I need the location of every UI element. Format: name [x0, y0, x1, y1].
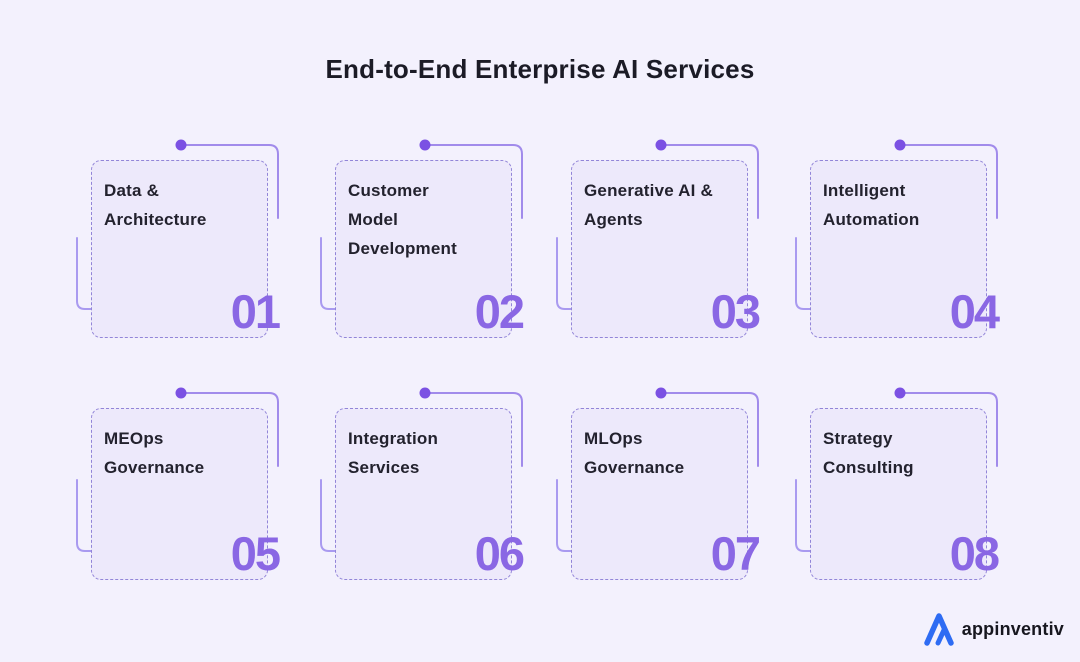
connector-top-icon — [175, 139, 279, 219]
dot-icon — [419, 139, 431, 151]
card-number: 05 — [230, 527, 281, 580]
dot-icon — [894, 387, 906, 399]
connector-top-icon — [655, 139, 759, 219]
appinventiv-a-icon — [924, 613, 954, 646]
connector-top-icon — [419, 387, 523, 467]
card-box: Generative AI & Agents — [571, 160, 748, 338]
card-title: MEOps Governance — [104, 429, 205, 477]
service-card-08: Strategy Consulting 08 — [792, 384, 1022, 592]
service-card-05: MEOps Governance 05 — [73, 384, 303, 592]
dot-icon — [655, 139, 667, 151]
connector-top-icon — [894, 139, 998, 219]
card-box: MLOps Governance — [571, 408, 748, 580]
service-card-04: Intelligent Automation 04 — [792, 136, 1022, 350]
card-box: MEOps Governance — [91, 408, 268, 580]
service-card-07: MLOps Governance 07 — [553, 384, 783, 592]
card-number: 07 — [710, 527, 761, 580]
connector-top-icon — [419, 139, 523, 219]
connector-top-icon — [894, 387, 998, 467]
card-number: 08 — [949, 527, 1000, 580]
card-number: 06 — [474, 527, 525, 580]
card-box: Strategy Consulting — [810, 408, 987, 580]
card-title: Strategy Consulting — [823, 429, 914, 477]
service-card-01: Data & Architecture 01 — [73, 136, 303, 350]
card-title: Data & Architecture — [104, 181, 207, 229]
dot-icon — [894, 139, 906, 151]
card-number: 04 — [949, 285, 1000, 338]
card-box: Integration Services — [335, 408, 512, 580]
dot-icon — [419, 387, 431, 399]
service-card-03: Generative AI & Agents 03 — [553, 136, 783, 350]
card-number: 01 — [230, 285, 281, 338]
dot-icon — [175, 387, 187, 399]
dot-icon — [175, 139, 187, 151]
connector-top-icon — [655, 387, 759, 467]
card-title: MLOps Governance — [584, 429, 685, 477]
card-title: Customer Model Development — [348, 181, 457, 258]
card-box: Data & Architecture — [91, 160, 268, 338]
service-card-06: Integration Services 06 — [317, 384, 547, 592]
card-title: Generative AI & Agents — [584, 181, 713, 229]
appinventiv-logo: appinventiv — [922, 610, 1064, 648]
card-title: Integration Services — [348, 429, 439, 477]
card-title: Intelligent Automation — [823, 181, 920, 229]
page-title: End-to-End Enterprise AI Services — [325, 54, 755, 84]
dot-icon — [655, 387, 667, 399]
card-box: Customer Model Development — [335, 160, 512, 338]
card-box: Intelligent Automation — [810, 160, 987, 338]
card-number: 02 — [474, 285, 525, 338]
card-number: 03 — [710, 285, 761, 338]
logo-wordmark: appinventiv — [961, 618, 1064, 639]
service-card-02: Customer Model Development 02 — [317, 136, 547, 350]
connector-top-icon — [175, 387, 279, 467]
